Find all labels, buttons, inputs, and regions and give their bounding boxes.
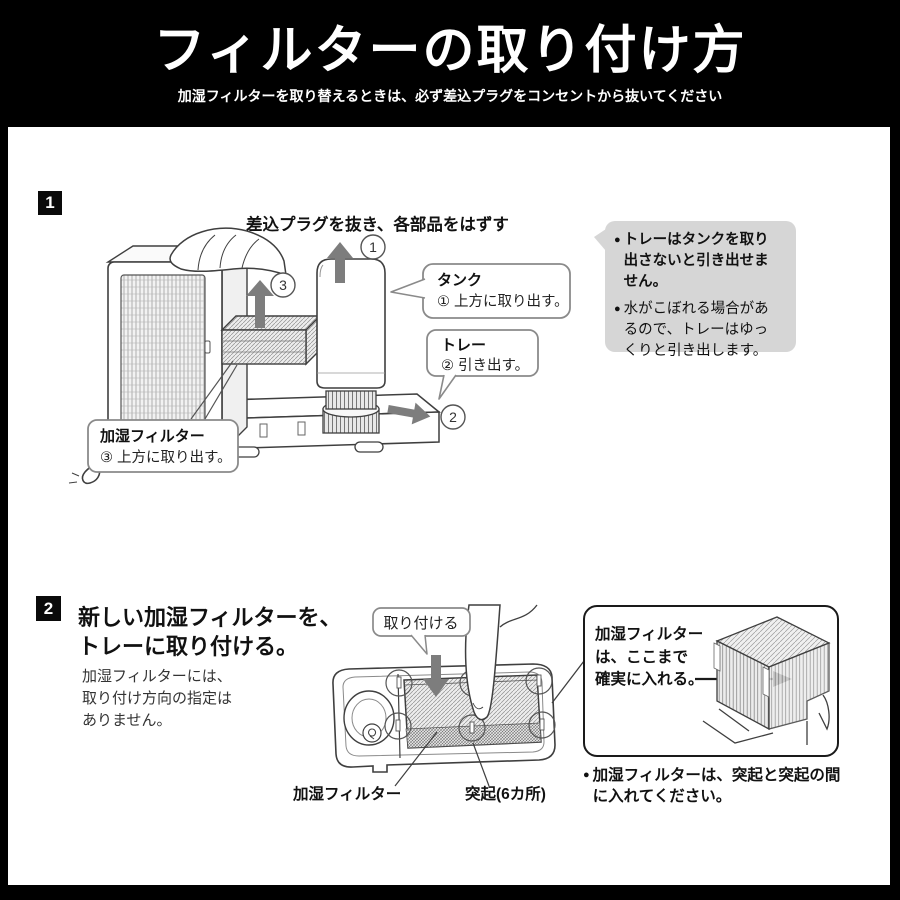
step2-body: 加湿フィルターには、 取り付け方向の指定は ありません。: [82, 668, 233, 729]
arrow-up-tank: [327, 242, 353, 283]
page-title: フィルターの取り付け方: [153, 22, 747, 80]
filter-depth-note: 加湿フィルター は、ここまで 確実に入れる。: [595, 626, 704, 688]
circled-number-1: 1: [360, 234, 386, 260]
svg-text:② 引き出す。: ② 引き出す。: [441, 357, 529, 374]
note-item: ● トレーはタンクを取り 出さないと引き出せま せん。: [614, 230, 790, 293]
tank-illustration: [316, 258, 386, 410]
pressing-hand: [464, 604, 538, 721]
note-item: ● 水がこぼれる場合があ るので、トレーはゆっ くりと引き出します。: [614, 299, 790, 362]
svg-text:タンク: タンク: [437, 272, 482, 289]
filter-depth-illustration: [695, 616, 831, 745]
humidifier-unit: [105, 244, 250, 460]
filter-corner-block: [702, 616, 831, 745]
leader-inset-box: [551, 660, 585, 704]
bullet-icon: ●: [614, 234, 621, 246]
step1-diagram: 1 3 2 タンク ① 上方に取り出す。 トレー ② 引き出す。 加湿フィルター…: [68, 227, 571, 485]
callout-tray: トレー ② 引き出す。: [426, 329, 539, 400]
note-text-1: トレーはタンクを取り 出さないと引き出せま せん。: [623, 232, 769, 290]
svg-text:1: 1: [369, 239, 377, 255]
label-filter: 加湿フィルター: [292, 785, 401, 803]
hand-illustration: [169, 227, 287, 277]
protrusion-circles: [384, 667, 556, 742]
callout-attach: 取り付ける: [372, 607, 471, 655]
step1-badge: 1: [38, 191, 62, 215]
svg-text:トレー: トレー: [441, 337, 486, 354]
circled-number-2: 2: [440, 404, 466, 430]
leader-knob-label: [472, 742, 490, 787]
callout-tank: タンク ① 上方に取り出す。: [390, 263, 571, 319]
bullet-icon: ●: [614, 303, 621, 315]
callout-filter: 加湿フィルター ③ 上方に取り出す。: [87, 360, 239, 473]
arrow-down-attach: [423, 655, 449, 697]
notes-box-pointer: [594, 229, 606, 251]
step1-heading: 差込プラグを抜き、各部品をはずす: [246, 216, 509, 234]
bullet-note-text: 加湿フィルターは、突起と突起の間 に入れてください。: [592, 767, 841, 805]
circled-number-3: 3: [270, 272, 296, 298]
note-text-2: 水がこぼれる場合があ るので、トレーはゆっ くりと引き出します。: [623, 301, 769, 359]
arrow-right-tray: [387, 402, 431, 425]
step2-diagram: 取り付ける 加湿フィルター 突起(6カ所): [292, 604, 585, 803]
svg-text:③ 上方に取り出す。: ③ 上方に取り出す。: [100, 449, 232, 466]
step2-heading: 新しい加湿フィルターを、 トレーに取り付ける。: [78, 605, 342, 659]
step2-badge: 2: [36, 596, 61, 621]
svg-text:① 上方に取り出す。: ① 上方に取り出す。: [437, 293, 569, 310]
svg-text:2: 2: [449, 409, 457, 425]
step1-notes-box: ● トレーはタンクを取り 出さないと引き出せま せん。 ● 水がこぼれる場合があ…: [594, 221, 796, 359]
svg-text:取り付ける: 取り付ける: [383, 615, 458, 632]
bullet-icon: ●: [583, 769, 590, 781]
page-subtitle: 加湿フィルターを取り替えるときは、必ず差込プラグをコンセントから抜いてください: [177, 88, 723, 104]
svg-text:加湿フィルター: 加湿フィルター: [99, 428, 205, 445]
filter-depth-box: 加湿フィルター は、ここまで 確実に入れる。: [583, 605, 839, 757]
step2-bullet-note: ● 加湿フィルターは、突起と突起の間 に入れてください。: [583, 765, 873, 807]
label-protrusions: 突起(6カ所): [465, 784, 546, 803]
leader-filter-label: [394, 731, 438, 787]
arrow-up-filter: [246, 280, 274, 328]
filter-block: [220, 314, 322, 366]
svg-text:3: 3: [279, 277, 287, 293]
